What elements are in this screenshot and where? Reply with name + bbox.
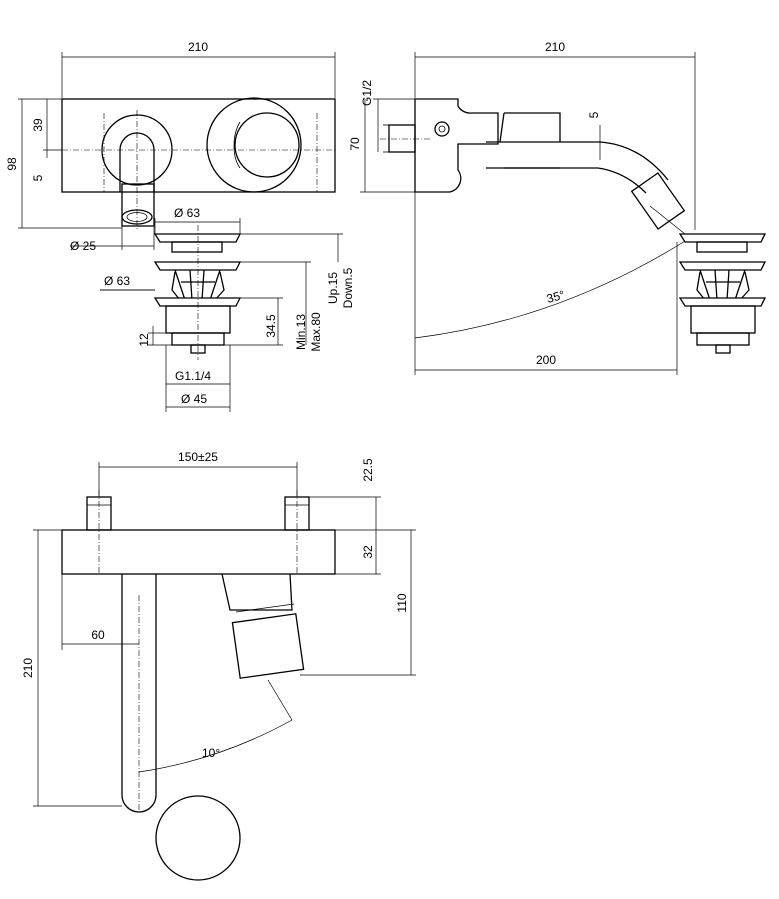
side-offset-label: 5 [587,111,601,118]
waste-body-height-label: 34.5 [264,314,278,338]
top-body [61,529,336,575]
side-view: 210 G1/2 70 5 35° 200 [348,40,696,375]
waste-range-min-label: Min.13 [294,314,308,350]
waste-cap-dia-label: Ø 63 [174,206,200,220]
top-spout [121,574,157,813]
spout-length-label: 210 [21,658,35,678]
side-screw [434,121,450,137]
side-angle-arc [414,237,691,339]
handle-rosette [206,97,302,193]
spout-offset-label: 60 [91,628,105,642]
waste-assembly: Ø 63 Ø 63 12 G1.1/4 Ø 45 34.5 Min.13 Max… [100,206,355,412]
side-angle-label: 35° [545,288,566,306]
waste-cap [153,233,242,243]
side-spout [486,141,669,181]
handle-knob [234,112,300,178]
top-handle [231,613,305,679]
stub-height-label: 22.5 [361,458,375,482]
side-height-label: 70 [348,137,362,151]
swivel-angle-label: 10° [202,746,220,760]
top-handle-knob [155,795,241,881]
top-view: 150±25 22.5 32 110 60 210 10° [21,450,416,881]
top-handle-neck [221,573,293,611]
side-outlet [630,172,686,230]
waste-stroke-up-label: Up.15 [326,272,340,304]
swivel-arc [138,719,293,773]
body-depth-label: 32 [361,545,375,559]
side-body [414,98,499,193]
front-width-label: 210 [188,40,208,54]
spout-dia-label: Ø 25 [70,239,96,253]
waste-flange [153,261,242,271]
waste-pin [190,344,206,354]
waste-stroke-down-label: Down.5 [341,267,355,308]
spout-outlet [121,183,155,227]
front-plate [61,98,336,193]
side-inlet [388,124,416,153]
front-offset-label: 39 [31,118,45,132]
side-width-label: 210 [545,40,565,54]
handle-depth-label: 110 [395,593,409,612]
waste-thread-label: G1.1/4 [175,369,211,383]
waste-range-max-label: Max.80 [309,312,323,352]
front-height-label: 98 [5,157,19,171]
waste-nut-height-label: 12 [137,333,151,347]
front-small-offset-label: 5 [31,174,45,181]
waste-flange-dia-label: Ø 63 [104,274,130,288]
front-view: 210 98 39 5 Ø 25 [5,40,336,253]
centres-label: 150±25 [178,450,218,464]
side-thread-label: G1/2 [360,80,374,106]
waste-base-dia-label: Ø 45 [181,392,207,406]
waste-assembly-right [678,233,767,354]
side-projection-label: 200 [536,353,556,367]
